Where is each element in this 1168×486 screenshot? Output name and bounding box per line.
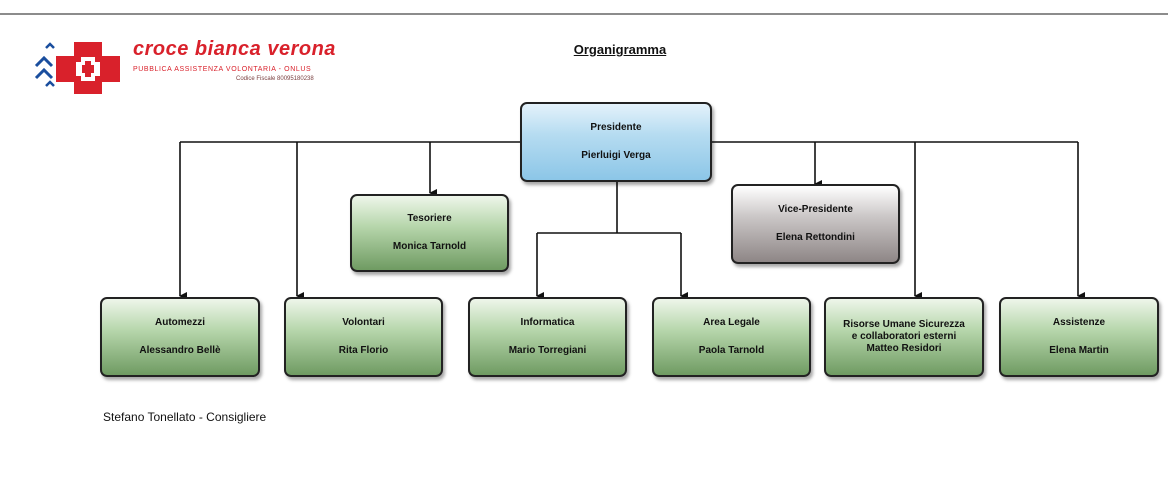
node-role: Informatica: [520, 317, 575, 328]
node-automezzi: Automezzi Alessandro Bellè: [100, 297, 260, 377]
node-person: Monica Tarnold: [392, 241, 467, 252]
page-title: Organigramma: [573, 42, 667, 57]
node-role: Automezzi: [155, 317, 205, 328]
logo-subtitle: PUBBLICA ASSISTENZA VOLONTARIA - ONLUS: [133, 66, 312, 73]
node-informatica: Informatica Mario Torregiani: [468, 297, 627, 377]
node-area-legale: Area Legale Paola Tarnold: [652, 297, 811, 377]
node-role: Tesoriere: [407, 213, 452, 224]
node-vice-presidente: Vice-Presidente Elena Rettondini: [731, 184, 900, 264]
node-person: Elena Martin: [1049, 345, 1109, 356]
node-tesoriere: Tesoriere Monica Tarnold: [350, 194, 509, 272]
node-role: Risorse Umane Sicurezza e collaboratori …: [843, 319, 965, 342]
node-role: Presidente: [590, 122, 642, 133]
node-person: Matteo Residori: [866, 343, 942, 354]
node-volontari: Volontari Rita Florio: [284, 297, 443, 377]
node-role: Volontari: [342, 317, 385, 328]
node-person: Pierluigi Verga: [581, 150, 651, 161]
node-presidente: Presidente Pierluigi Verga: [520, 102, 712, 182]
node-role: Vice-Presidente: [778, 204, 853, 215]
logo-title: croce bianca verona: [133, 38, 336, 60]
top-rule: [0, 13, 1168, 15]
logo-emblem-icon: [34, 42, 120, 94]
footer-note: Stefano Tonellato - Consigliere: [103, 410, 267, 424]
logo-fiscal-code: Codice Fiscale 80095180238: [236, 76, 314, 82]
node-role: Area Legale: [703, 317, 760, 328]
node-risorse-umane: Risorse Umane Sicurezza e collaboratori …: [824, 297, 984, 377]
node-person: Alessandro Bellè: [139, 345, 221, 356]
node-assistenze: Assistenze Elena Martin: [999, 297, 1159, 377]
node-role: Assistenze: [1052, 317, 1106, 328]
logo: croce bianca verona PUBBLICA ASSISTENZA …: [30, 36, 360, 98]
node-person: Rita Florio: [338, 345, 389, 356]
node-person: Elena Rettondini: [776, 232, 855, 243]
node-person: Paola Tarnold: [698, 345, 765, 356]
node-person: Mario Torregiani: [508, 345, 587, 356]
